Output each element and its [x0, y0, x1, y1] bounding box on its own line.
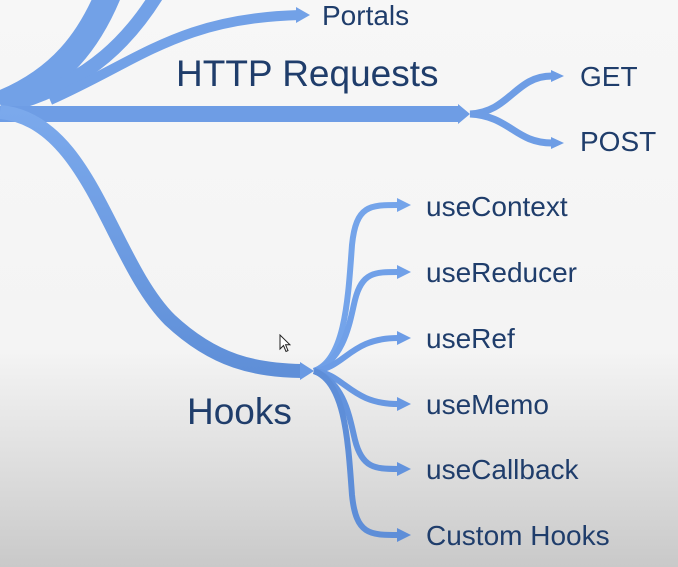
branch-usecallback [312, 368, 399, 472]
node-useref: useRef [426, 323, 515, 354]
branch-usecontext [312, 202, 399, 374]
branch-get [469, 72, 553, 118]
branch-useref-arrow [397, 331, 411, 345]
branch-customhooks [312, 368, 399, 538]
branch-usereducer-arrow [397, 265, 411, 279]
branch-upper-2 [17, 0, 163, 109]
branch-portals-arrow [296, 7, 310, 23]
node-post: POST [580, 126, 657, 157]
branch-customhooks-arrow [397, 528, 411, 542]
branch-portals [47, 10, 301, 105]
branch-usereducer [312, 269, 399, 374]
branch-post-arrow [551, 137, 564, 149]
node-custom-hooks: Custom Hooks [426, 520, 610, 551]
node-usecallback: useCallback [426, 454, 579, 485]
branch-usecontext-arrow [397, 198, 411, 212]
branch-hooks [0, 105, 303, 378]
node-hooks: Hooks [187, 391, 292, 432]
node-usecontext: useContext [426, 191, 568, 222]
mouse-pointer-icon [279, 334, 291, 353]
branch-useref [313, 335, 399, 374]
branch-usememo-arrow [397, 397, 411, 411]
branch-hooks-arrow [300, 362, 314, 380]
node-portals: Portals [322, 0, 410, 31]
node-get: GET [580, 61, 638, 92]
node-http-requests: HTTP Requests [176, 53, 439, 94]
branch-get-arrow [551, 70, 564, 82]
branch-post [469, 110, 553, 147]
node-usereducer: useReducer [426, 257, 577, 288]
node-usememo: useMemo [426, 389, 549, 420]
branch-usecallback-arrow [397, 462, 411, 476]
branch-http-arrow [458, 104, 470, 124]
